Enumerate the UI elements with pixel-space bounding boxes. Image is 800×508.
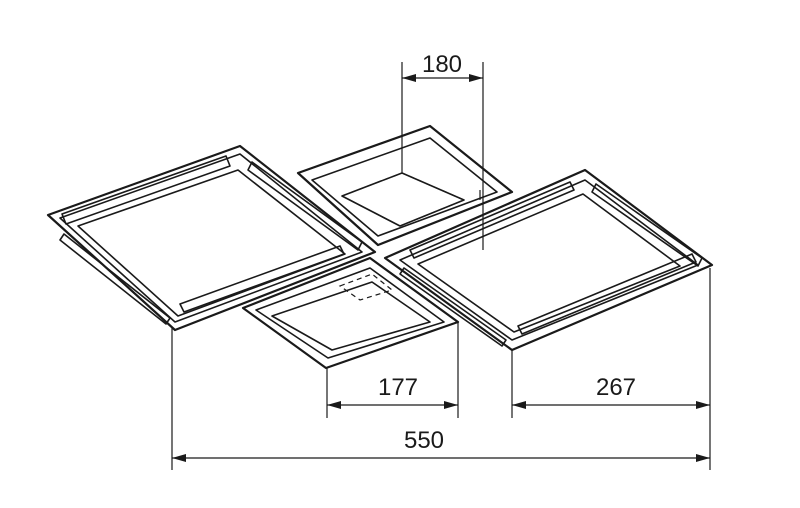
dimension-label-177: 177	[378, 374, 418, 401]
dimension-label-550: 550	[404, 427, 444, 454]
dimension-180: 180	[402, 51, 483, 82]
right-large-frame	[383, 168, 714, 352]
top-small-frame	[296, 124, 514, 247]
extension-lines	[171, 62, 711, 470]
dimension-177: 177	[327, 374, 458, 409]
dimension-label-180: 180	[422, 51, 462, 78]
dimension-550: 550	[172, 427, 710, 462]
left-large-frame	[46, 144, 377, 332]
dimension-label-267: 267	[596, 374, 636, 401]
dimension-267: 267	[512, 374, 710, 409]
